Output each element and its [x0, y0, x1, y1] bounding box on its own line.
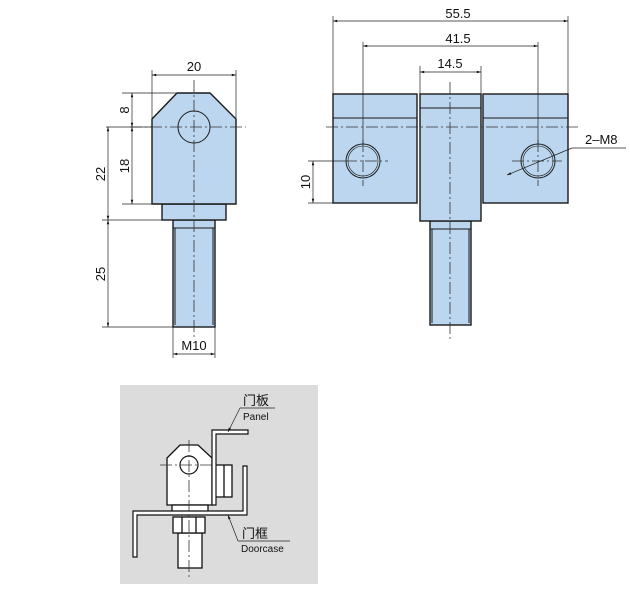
- dim-overall: 55.5: [445, 6, 470, 21]
- dim-hole-to-collar: 22: [93, 167, 108, 181]
- threaded-shaft: [429, 220, 472, 326]
- install-hinge-block: [166, 444, 213, 506]
- center-knuckle: [419, 93, 482, 222]
- dim-thread: M10: [181, 338, 206, 353]
- dim-hole-to-bottom: 18: [117, 159, 132, 173]
- dim-thread-length: 25: [93, 267, 108, 281]
- installation-view: 门板 Panel 门框 Doorcase: [120, 385, 318, 584]
- door-panel: [211, 429, 249, 506]
- door-frame: [132, 465, 248, 558]
- dim-center-width: 14.5: [437, 56, 462, 71]
- install-shaft: [177, 532, 203, 569]
- dim-hole-spacing: 41.5: [445, 31, 470, 46]
- doorcase-label-en: Doorcase: [241, 544, 284, 555]
- dim-width: 20: [187, 59, 201, 74]
- dim-holes: 2–M8: [585, 132, 618, 147]
- front-view: 55.5 41.5 14.5 10 2–M8: [298, 6, 626, 340]
- doorcase-label-cn: 门框: [242, 527, 268, 542]
- panel-label-en: Panel: [243, 412, 269, 423]
- right-leaf: [482, 93, 569, 204]
- dim-chamfer-height: 8: [117, 106, 132, 113]
- side-view: 20 8 18 22 25 M10: [93, 59, 246, 358]
- dim-hole-height: 10: [298, 175, 313, 189]
- panel-label-cn: 门板: [243, 394, 269, 409]
